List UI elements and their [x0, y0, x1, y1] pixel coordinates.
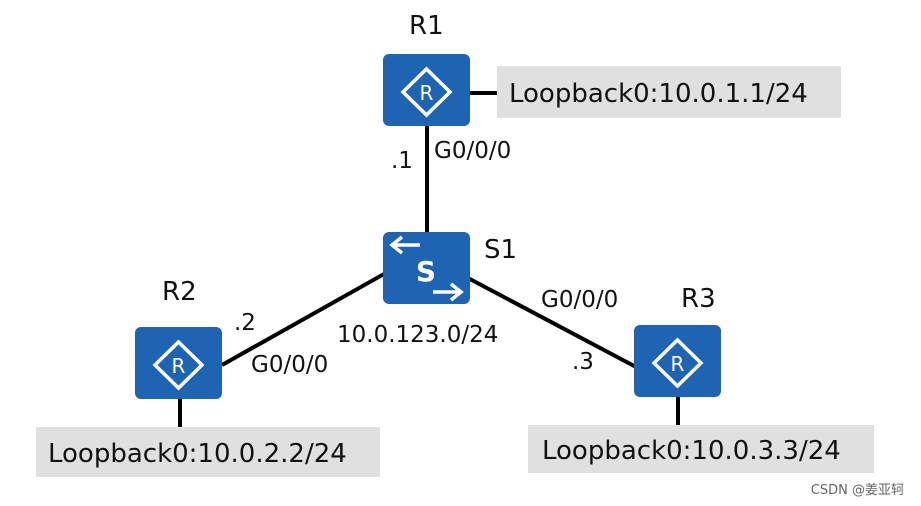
link-r2-s1 — [221, 272, 385, 367]
loopback-r3-label: Loopback0:10.0.3.3/24 — [542, 436, 841, 466]
svg-text:R: R — [671, 352, 685, 376]
router-icon: R — [400, 66, 453, 118]
network-label: 10.0.123.0/24 — [337, 322, 498, 348]
r3-interface-label: G0/0/0 — [541, 287, 618, 313]
link-s1-r3 — [467, 276, 637, 369]
s1-name: S1 — [484, 235, 517, 265]
r2-interface-label: G0/0/0 — [251, 352, 328, 378]
router-r2: R — [135, 327, 222, 399]
loopback-r2-label: Loopback0:10.0.2.2/24 — [48, 439, 347, 469]
svg-text:R: R — [172, 354, 186, 378]
links — [178, 91, 680, 430]
loopback-r1-label: Loopback0:10.0.1.1/24 — [509, 79, 808, 109]
svg-text:S: S — [416, 255, 436, 288]
router-r1: R — [383, 54, 470, 126]
watermark: CSDN @姜亚轲 — [811, 483, 904, 498]
loopback-r2-box: Loopback0:10.0.2.2/24 — [36, 427, 380, 477]
r1-name: R1 — [409, 11, 444, 41]
r3-host-label: .3 — [572, 349, 594, 375]
switch-s1: S — [383, 232, 470, 304]
r3-name: R3 — [681, 284, 716, 314]
r2-name: R2 — [162, 277, 197, 307]
router-r3: R — [634, 325, 721, 397]
r1-host-label: .1 — [391, 148, 413, 174]
loopback-r1-box: Loopback0:10.0.1.1/24 — [497, 66, 841, 118]
loopback-r3-box: Loopback0:10.0.3.3/24 — [528, 425, 874, 473]
router-icon: R — [651, 337, 704, 389]
svg-text:R: R — [420, 81, 434, 105]
r2-host-label: .2 — [234, 310, 256, 336]
router-icon: R — [152, 339, 205, 391]
switch-icon: S — [389, 235, 464, 302]
r1-interface-label: G0/0/0 — [434, 138, 511, 164]
